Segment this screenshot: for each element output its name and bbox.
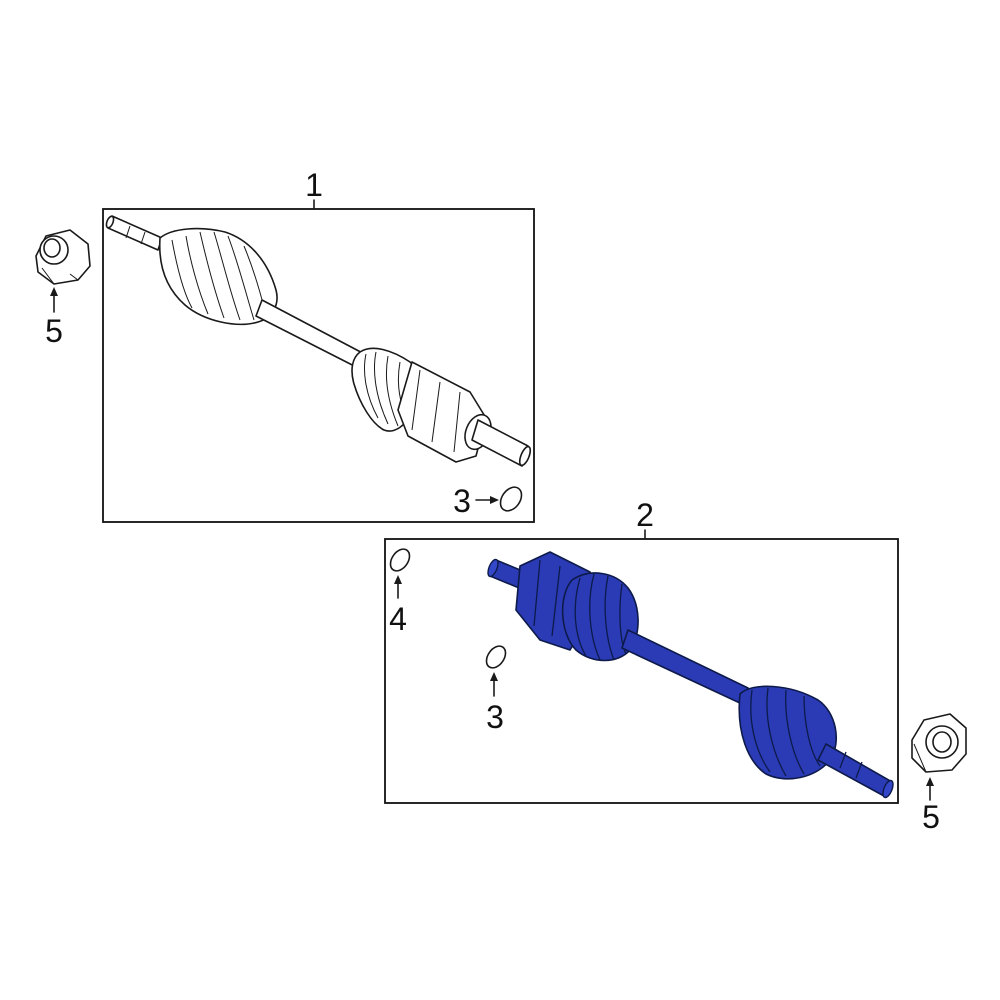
callout-5-right: 5: [922, 799, 940, 835]
intermediate-shaft-2: [621, 629, 749, 705]
callout-1: 1: [305, 167, 323, 203]
group-box-2: [384, 538, 899, 804]
o-ring-4: [389, 548, 411, 572]
o-ring-3-top: [499, 486, 523, 512]
callout-5-left: 5: [45, 313, 63, 349]
callout-3-bottom: 3: [486, 699, 504, 735]
axle-shaft-assembly-1: [105, 215, 532, 467]
cv-joint-housing: [397, 361, 487, 463]
callout-2: 2: [636, 497, 654, 533]
axle-shaft-assembly-2: [487, 551, 894, 799]
hex-nut-left: [35, 229, 91, 285]
stub-shaft-left: [107, 215, 163, 251]
callout-4: 4: [389, 601, 407, 637]
group-box-1: [102, 208, 535, 523]
callout-3-top: 3: [453, 483, 471, 519]
hex-nut-right: [911, 713, 967, 773]
o-ring-3-bottom: [485, 645, 507, 669]
stub-shaft-outer: [817, 743, 893, 797]
